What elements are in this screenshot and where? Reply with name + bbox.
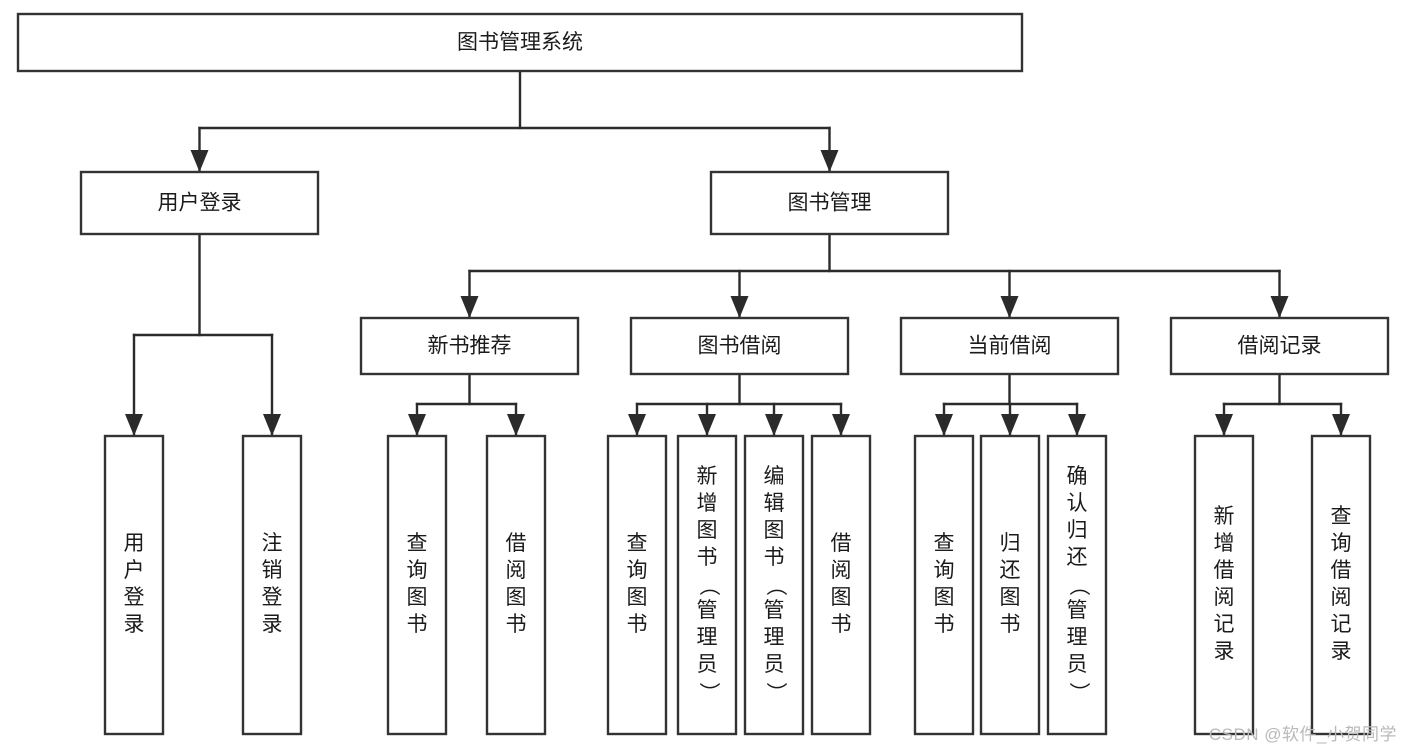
node-book-manage[interactable]: 图书管理: [709, 170, 950, 236]
arrowhead-icon-leaf-borrow-edit: [765, 414, 783, 436]
node-leaf-borrow-do[interactable]: [810, 434, 872, 736]
node-box-leaf-borrow-query[interactable]: [606, 434, 668, 736]
node-box-current-borrow[interactable]: [899, 316, 1120, 376]
node-label-new-book-rec: 新书推荐: [428, 335, 512, 358]
arrowhead-icon-leaf-borrow-query: [628, 414, 646, 436]
node-box-leaf-rec-borrow[interactable]: [485, 434, 547, 736]
node-box-new-book-rec[interactable]: [359, 316, 580, 376]
node-root[interactable]: 图书管理系统: [16, 12, 1024, 73]
node-leaf-borrow-query[interactable]: [606, 434, 668, 736]
node-label-current-borrow: 当前借阅: [968, 335, 1052, 358]
arrowhead-icon-leaf-borrow-add: [698, 414, 716, 436]
node-box-leaf-borrow-add[interactable]: [676, 434, 738, 736]
arrowhead-icon-leaf-cur-confirm: [1068, 414, 1086, 436]
node-box-book-manage[interactable]: [709, 170, 950, 236]
watermark-text: CSDN @软件_小贺同学: [1208, 725, 1397, 744]
node-leaf-cur-confirm[interactable]: [1046, 434, 1108, 736]
node-box-leaf-logout[interactable]: [241, 434, 303, 736]
node-label-root: 图书管理系统: [457, 31, 583, 54]
node-box-user-login[interactable]: [79, 170, 320, 236]
node-box-leaf-cur-return[interactable]: [979, 434, 1041, 736]
node-leaf-rec-query[interactable]: [386, 434, 448, 736]
node-leaf-user-login[interactable]: [103, 434, 165, 736]
node-leaf-rec-search[interactable]: [1310, 434, 1372, 736]
arrowhead-icon-leaf-cur-return: [1001, 414, 1019, 436]
arrowhead-icon-leaf-logout: [263, 414, 281, 436]
node-book-borrow[interactable]: 图书借阅: [629, 316, 850, 376]
arrowhead-icon-leaf-borrow-do: [832, 414, 850, 436]
node-label-book-manage: 图书管理: [788, 192, 872, 215]
node-box-book-borrow[interactable]: [629, 316, 850, 376]
node-box-leaf-cur-query[interactable]: [913, 434, 975, 736]
arrowhead-icon-borrow-record: [1270, 296, 1289, 318]
node-borrow-record[interactable]: 借阅记录: [1169, 316, 1390, 376]
node-new-book-rec[interactable]: 新书推荐: [359, 316, 580, 376]
arrowhead-icon-current-borrow: [1000, 296, 1019, 318]
arrowhead-icon-leaf-rec-add: [1215, 414, 1233, 436]
node-label-user-login: 用户登录: [158, 192, 242, 215]
arrowhead-icon-leaf-rec-borrow: [507, 414, 525, 436]
node-label-borrow-record: 借阅记录: [1238, 335, 1322, 358]
node-box-leaf-cur-confirm[interactable]: [1046, 434, 1108, 736]
arrowhead-icon-leaf-cur-query: [935, 414, 953, 436]
node-leaf-borrow-add[interactable]: [676, 434, 738, 736]
node-leaf-borrow-edit[interactable]: [743, 434, 805, 736]
arrowhead-icon-new-book-rec: [460, 296, 479, 318]
node-box-leaf-user-login[interactable]: [103, 434, 165, 736]
node-user-login[interactable]: 用户登录: [79, 170, 320, 236]
node-leaf-cur-return[interactable]: [979, 434, 1041, 736]
node-box-leaf-rec-add[interactable]: [1193, 434, 1255, 736]
node-leaf-cur-query[interactable]: [913, 434, 975, 736]
node-box-leaf-rec-search[interactable]: [1310, 434, 1372, 736]
arrowhead-icon-user-login: [190, 150, 209, 172]
node-box-root[interactable]: [16, 12, 1024, 73]
arrowhead-icon-book-manage: [820, 150, 839, 172]
node-leaf-rec-borrow[interactable]: [485, 434, 547, 736]
arrowhead-icon-leaf-rec-query: [408, 414, 426, 436]
node-box-leaf-rec-query[interactable]: [386, 434, 448, 736]
node-box-borrow-record[interactable]: [1169, 316, 1390, 376]
node-label-book-borrow: 图书借阅: [698, 335, 782, 358]
arrowhead-icon-leaf-user-login: [125, 414, 143, 436]
node-leaf-logout[interactable]: [241, 434, 303, 736]
arrowhead-icon-leaf-rec-search: [1332, 414, 1350, 436]
node-leaf-rec-add[interactable]: [1193, 434, 1255, 736]
node-box-leaf-borrow-do[interactable]: [810, 434, 872, 736]
node-box-leaf-borrow-edit[interactable]: [743, 434, 805, 736]
arrowhead-icon-book-borrow: [730, 296, 749, 318]
node-current-borrow[interactable]: 当前借阅: [899, 316, 1120, 376]
